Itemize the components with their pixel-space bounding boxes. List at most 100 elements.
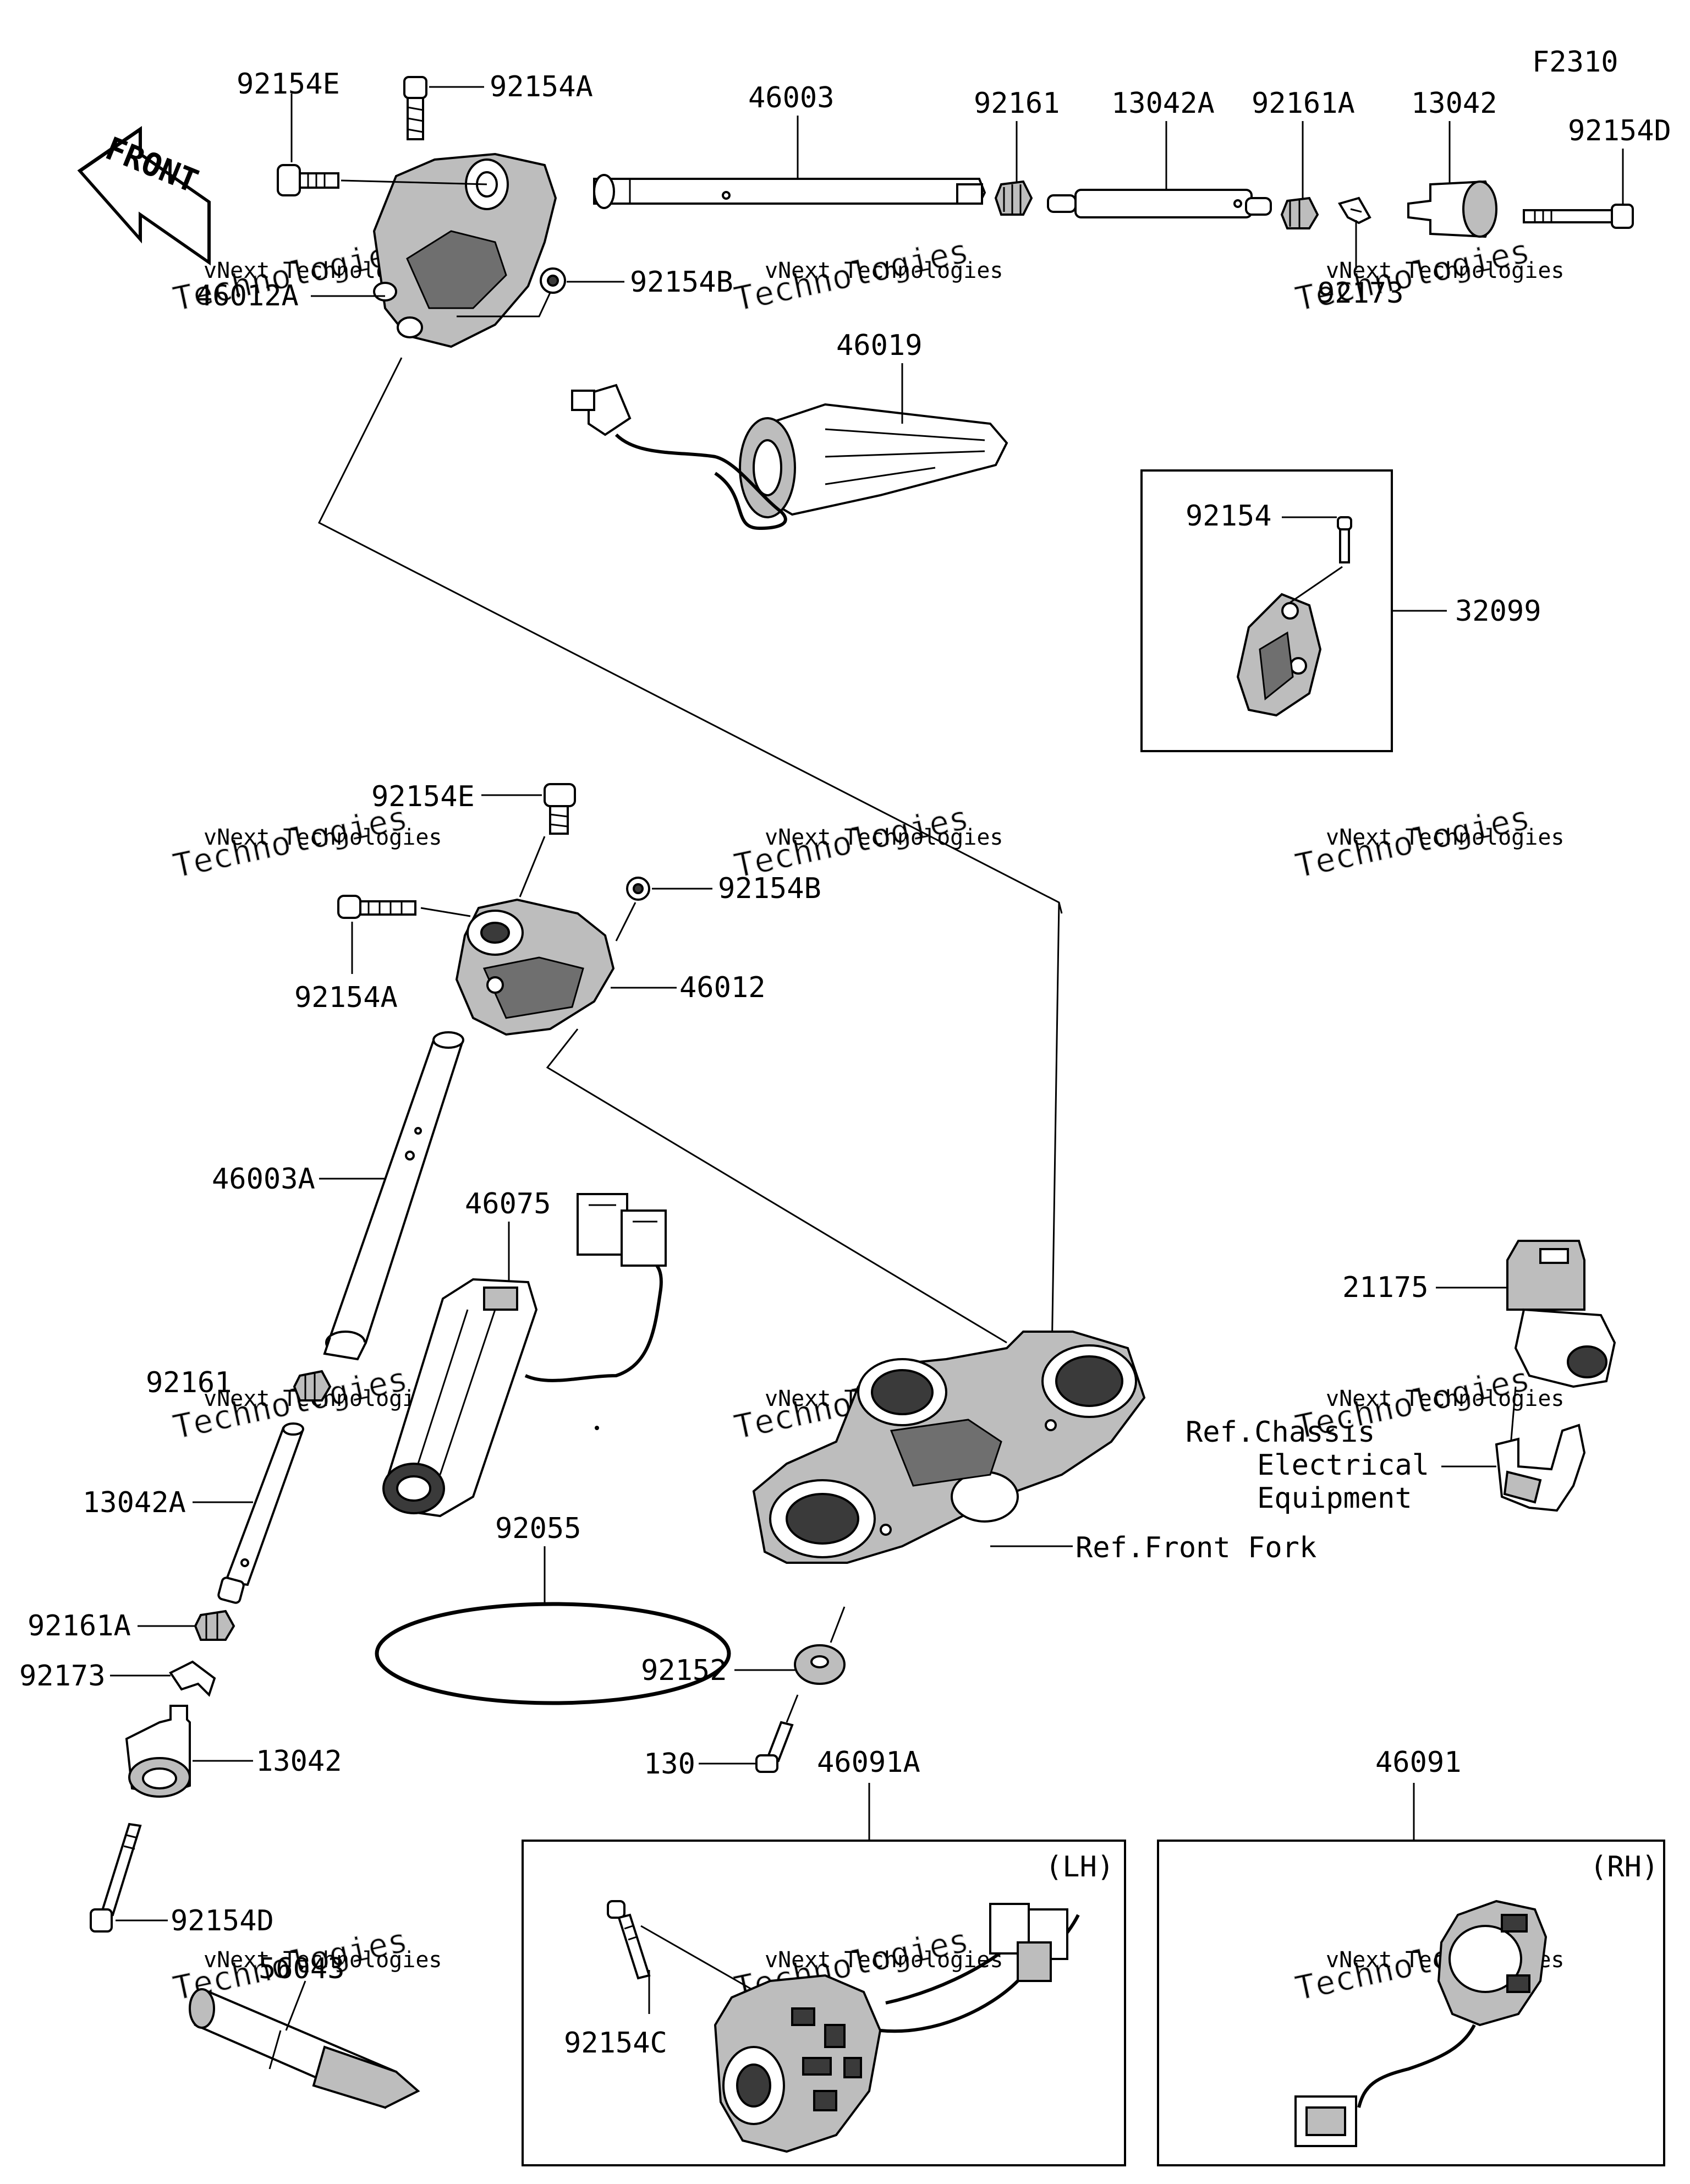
leader-92154A-mid-2 (420, 907, 471, 917)
label-ref-chassis-2: Electrical (1257, 1449, 1429, 1482)
dot-marker (595, 1426, 599, 1430)
label-92055: 92055 (495, 1512, 581, 1545)
oring-92055 (375, 1602, 731, 1705)
rod-13042A-top (1047, 189, 1272, 218)
label-92154D-left: 92154D (171, 1904, 274, 1937)
label-92154A-mid: 92154A (294, 981, 398, 1014)
switch-46091A (714, 1903, 1080, 2153)
leader-92154-box-2 (1290, 566, 1343, 604)
bolt-92154D-top (1523, 204, 1634, 229)
clip-92173-left (169, 1660, 216, 1697)
watermark-2: vNext Technologies (765, 258, 1003, 283)
label-92161: 92161 (974, 87, 1060, 120)
watermark-11: vNext Technologies (765, 1947, 1003, 1973)
nut-92161-top (994, 180, 1033, 216)
label-13042-top: 13042 (1411, 87, 1497, 120)
grip-46019 (571, 384, 1008, 530)
label-46091A: 46091A (817, 1746, 920, 1779)
bolt-130 (755, 1721, 794, 1773)
watermark-4: vNext Technologies (204, 825, 442, 850)
label-13042A-left: 13042A (83, 1486, 186, 1519)
watermark-6: vNext Technologies (1326, 825, 1564, 850)
box-46091-rh (1157, 1840, 1665, 2166)
leader-92154B-top-2 (457, 292, 551, 318)
handlebar-46003A (323, 1031, 464, 1361)
rod-13042A-left (217, 1422, 304, 1604)
label-92154-box: 92154 (1186, 500, 1272, 533)
grip-46075 (382, 1193, 667, 1518)
weight-13042-top (1407, 180, 1498, 238)
label-56043: 56043 (259, 1952, 345, 1985)
label-46012: 46012 (679, 971, 766, 1004)
leader-92154B-mid-2 (615, 902, 637, 942)
relay-bracket (1495, 1424, 1586, 1512)
label-92154D-top: 92154D (1568, 114, 1671, 147)
leader-92152-up (830, 1606, 846, 1643)
label-92173-top: 92173 (1318, 277, 1404, 310)
label-rh: (RH) (1590, 1851, 1659, 1884)
label-92152: 92152 (641, 1654, 727, 1687)
label-92154B-mid: 92154B (718, 872, 821, 905)
label-32099: 32099 (1455, 595, 1541, 628)
label-92154B-top: 92154B (630, 266, 733, 299)
label-130: 130 (644, 1748, 695, 1781)
label-ref-front-fork: Ref.Front Fork (1076, 1531, 1316, 1564)
label-92154E-mid: 92154E (371, 780, 475, 813)
bolt-92154D-left (90, 1822, 142, 1933)
clip-92173-top (1337, 196, 1371, 225)
label-92154C: 92154C (564, 2027, 667, 2060)
tube-56043 (189, 1988, 420, 2109)
label-ref-chassis-3: Equipment (1257, 1482, 1412, 1515)
bolt-92154A-top (403, 76, 427, 140)
switch-46091 (1294, 1900, 1548, 2147)
assembly-line-3 (546, 1028, 1007, 1344)
label-46091: 46091 (1375, 1746, 1462, 1779)
label-13042-left: 13042 (256, 1745, 342, 1778)
label-46075: 46075 (465, 1187, 551, 1220)
watermark-5: vNext Technologies (765, 825, 1003, 850)
nut-92161A-left (194, 1610, 235, 1641)
handlebar-46003 (593, 174, 986, 209)
bolt-92154A-mid (337, 895, 416, 919)
label-46003: 46003 (748, 81, 835, 114)
weight-13042-left (125, 1705, 191, 1798)
label-46003A: 46003A (212, 1163, 315, 1196)
bolt-92154B-mid (626, 877, 650, 901)
watermark-3: vNext Technologies (1326, 258, 1564, 283)
figure-code: F2310 (1532, 46, 1618, 79)
label-92161A-left: 92161A (28, 1610, 131, 1643)
label-ref-chassis-1: Ref.Chassis (1186, 1416, 1375, 1449)
bolt-92154C (607, 1900, 651, 1980)
front-arrow-outline (77, 125, 211, 266)
watermark-9: vNext Technologies (1326, 1386, 1564, 1411)
triple-clamp (752, 1331, 1146, 1564)
leader-46012A-bolt (341, 179, 487, 185)
label-92161A-top: 92161A (1252, 87, 1355, 120)
front-arrow-icon: FRONT (77, 125, 211, 266)
assembly-line-1 (317, 357, 1063, 914)
bracket-32099 (1236, 516, 1352, 717)
label-lh: (LH) (1045, 1851, 1114, 1884)
leader-56043 (285, 1980, 306, 2031)
label-92154E-top: 92154E (237, 68, 340, 101)
leader-92154E-mid-2 (519, 836, 546, 897)
bolt-92154E-top (277, 164, 339, 196)
label-21175: 21175 (1342, 1271, 1429, 1304)
box-46091A-lh (522, 1840, 1126, 2166)
leader-92154C-2 (640, 1925, 757, 1993)
bolt-92154E-mid (544, 783, 576, 835)
label-46019: 46019 (836, 329, 923, 362)
leader-130-up (786, 1694, 799, 1723)
grommet-92152 (794, 1644, 846, 1685)
label-92161-left: 92161 (146, 1366, 232, 1399)
label-13042A-top: 13042A (1111, 87, 1215, 120)
bolt-92154B-top (540, 267, 566, 294)
nut-92161A-top (1280, 196, 1319, 229)
clamp-46012 (455, 898, 615, 1036)
watermark-10: vNext Technologies (204, 1947, 442, 1973)
relay-21175 (1506, 1240, 1616, 1388)
label-46012A: 46012A (195, 280, 299, 313)
label-92154A-top: 92154A (490, 70, 593, 103)
nut-92161-left (293, 1370, 332, 1402)
